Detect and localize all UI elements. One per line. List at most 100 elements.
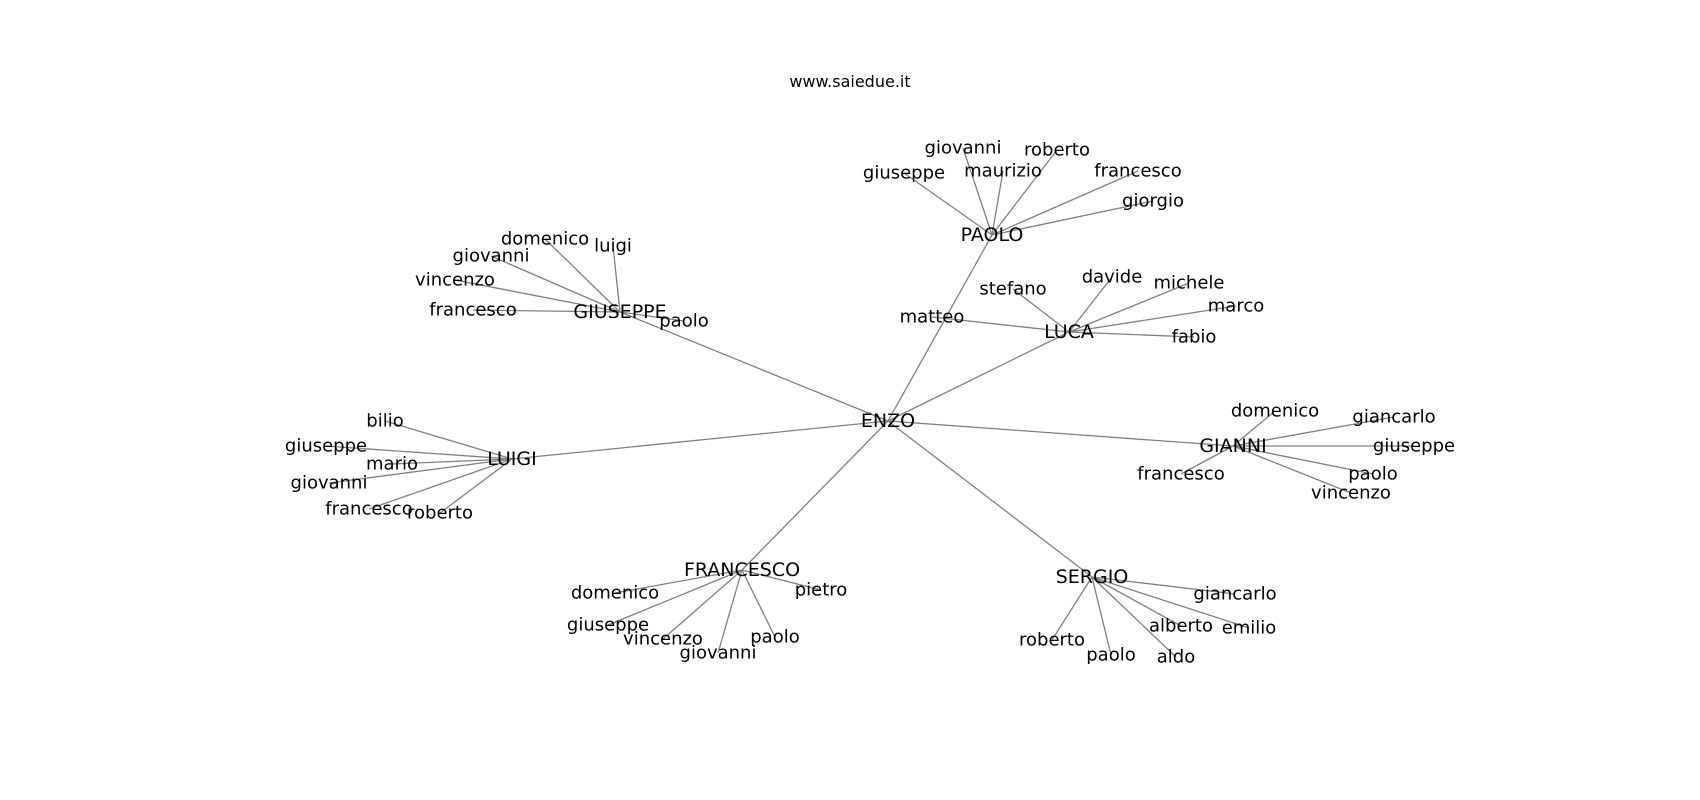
node-leaf-sergio-paolo: paolo xyxy=(1086,645,1135,666)
node-hub-giuseppe: GIUSEPPE xyxy=(573,301,666,323)
node-leaf-giuseppe-vincenzo: vincenzo xyxy=(415,270,495,291)
node-leaf-giuseppe-luigi: luigi xyxy=(594,236,632,257)
node-leaf-luca-stefano: stefano xyxy=(979,279,1046,300)
node-leaf-francesco-paolo: paolo xyxy=(750,627,799,648)
edge-giuseppe-luigi xyxy=(612,245,621,313)
edge-giuseppe-giovanni xyxy=(490,255,621,313)
node-hub-gianni: GIANNI xyxy=(1199,435,1266,457)
edge-gianni-giancarlo xyxy=(1232,416,1395,447)
node-leaf-sergio-emilio: emilio xyxy=(1222,618,1277,639)
node-leaf-francesco-giovanni: giovanni xyxy=(680,643,757,664)
edge-root-giuseppe xyxy=(619,311,889,422)
node-leaf-luca-michele: michele xyxy=(1154,273,1225,294)
edge-paolo-francesco xyxy=(991,170,1139,236)
edge-paolo-giorgio xyxy=(991,200,1154,236)
node-leaf-giuseppe-francesco: francesco xyxy=(429,300,516,321)
node-leaf-francesco-domenico: domenico xyxy=(571,583,659,604)
node-leaf-luca-davide: davide xyxy=(1082,267,1143,288)
edge-francesco-domenico xyxy=(614,569,743,594)
edge-giuseppe-domenico xyxy=(544,238,621,313)
edge-luigi-bilio xyxy=(384,420,513,460)
node-leaf-sergio-roberto: roberto xyxy=(1019,630,1085,651)
edge-sergio-emilio xyxy=(1091,576,1250,629)
edge-sergio-giancarlo xyxy=(1091,576,1236,595)
edge-paolo-giuseppe xyxy=(903,172,993,236)
node-hub-paolo: PAOLO xyxy=(961,224,1024,246)
node-leaf-luigi-mario: mario xyxy=(366,454,418,475)
edge-root-francesco xyxy=(741,420,889,571)
edge-luca-michele xyxy=(1068,282,1190,333)
node-leaf-gianni-domenico: domenico xyxy=(1231,401,1319,422)
edge-luca-marco xyxy=(1068,305,1237,333)
node-leaf-giuseppe-domenico: domenico xyxy=(501,229,589,250)
node-leaf-gianni-giancarlo: giancarlo xyxy=(1352,407,1435,428)
edge-root-gianni xyxy=(887,420,1234,447)
edge-luca-davide xyxy=(1068,276,1113,333)
node-leaf-luca-matteo: matteo xyxy=(900,307,965,328)
edge-francesco-pietro xyxy=(741,569,822,591)
edge-sergio-aldo xyxy=(1091,576,1177,658)
edge-gianni-paolo xyxy=(1232,445,1374,475)
edge-paolo-giovanni xyxy=(962,147,993,236)
node-leaf-paolo-giorgio: giorgio xyxy=(1122,191,1184,212)
node-hub-sergio: SERGIO xyxy=(1056,566,1129,588)
node-root: ENZO xyxy=(861,410,915,432)
edge-paolo-maurizio xyxy=(991,170,1004,236)
edge-gianni-domenico xyxy=(1232,410,1276,447)
edge-francesco-paolo xyxy=(741,569,776,638)
graph-edges xyxy=(325,147,1414,658)
node-leaf-paolo-maurizio: maurizio xyxy=(964,161,1042,182)
node-leaf-luigi-francesco: francesco xyxy=(325,499,412,520)
node-leaf-gianni-giuseppe: giuseppe xyxy=(1373,436,1455,457)
edge-sergio-roberto xyxy=(1051,576,1093,641)
node-leaf-sergio-aldo: aldo xyxy=(1157,647,1195,668)
node-hub-luigi: LUIGI xyxy=(487,448,536,470)
node-leaf-gianni-vincenzo: vincenzo xyxy=(1311,483,1391,504)
edge-giuseppe-vincenzo xyxy=(454,279,621,313)
node-hub-luca: LUCA xyxy=(1044,321,1094,343)
node-leaf-luigi-giuseppe: giuseppe xyxy=(285,436,367,457)
node-leaf-gianni-francesco: francesco xyxy=(1137,464,1224,485)
graph-labels: ENZO PAOLO giovanni roberto giuseppe maurizio… xyxy=(285,138,1455,668)
node-leaf-sergio-alberto: alberto xyxy=(1149,616,1213,637)
diagram-title: www.saiedue.it xyxy=(789,72,911,91)
node-hub-francesco: FRANCESCO xyxy=(684,559,800,581)
edge-paolo-roberto xyxy=(991,149,1058,236)
edge-root-luca xyxy=(887,331,1070,422)
edge-gianni-vincenzo xyxy=(1232,445,1352,494)
node-leaf-paolo-giuseppe: giuseppe xyxy=(863,163,945,184)
node-leaf-gianni-paolo: paolo xyxy=(1348,464,1397,485)
node-leaf-francesco-pietro: pietro xyxy=(795,580,848,601)
node-leaf-paolo-roberto: roberto xyxy=(1024,140,1090,161)
edge-giuseppe-francesco xyxy=(472,309,621,313)
edge-francesco-vincenzo xyxy=(662,569,743,640)
edge-luca-matteo xyxy=(931,316,1070,333)
edge-luigi-mario xyxy=(391,458,513,465)
node-leaf-luca-fabio: fabio xyxy=(1172,327,1217,348)
edge-root-sergio xyxy=(887,420,1093,578)
node-leaf-luigi-roberto: roberto xyxy=(407,503,473,524)
edge-francesco-giuseppe xyxy=(607,569,743,626)
edge-sergio-paolo xyxy=(1091,576,1112,656)
edge-root-paolo xyxy=(887,234,993,422)
edge-giuseppe-paolo xyxy=(619,311,685,322)
node-leaf-paolo-giovanni: giovanni xyxy=(925,138,1002,159)
edge-luigi-roberto xyxy=(439,458,513,514)
edge-luigi-giuseppe xyxy=(325,445,513,460)
edge-root-luigi xyxy=(511,420,889,460)
edge-gianni-francesco xyxy=(1180,445,1234,475)
node-leaf-luca-marco: marco xyxy=(1208,296,1264,317)
edge-francesco-giovanni xyxy=(717,569,743,654)
node-leaf-luigi-bilio: bilio xyxy=(366,411,403,432)
node-leaf-francesco-giuseppe: giuseppe xyxy=(567,615,649,636)
edge-luigi-francesco xyxy=(368,458,513,510)
node-leaf-giuseppe-paolo: paolo xyxy=(659,311,708,332)
node-leaf-giuseppe-giovanni: giovanni xyxy=(453,246,530,267)
node-leaf-paolo-francesco: francesco xyxy=(1094,161,1181,182)
node-leaf-francesco-vincenzo: vincenzo xyxy=(623,629,703,650)
node-leaf-sergio-giancarlo: giancarlo xyxy=(1193,584,1276,605)
edge-luigi-giovanni xyxy=(328,458,513,484)
edge-luca-fabio xyxy=(1068,331,1195,338)
node-leaf-luigi-giovanni: giovanni xyxy=(291,473,368,494)
